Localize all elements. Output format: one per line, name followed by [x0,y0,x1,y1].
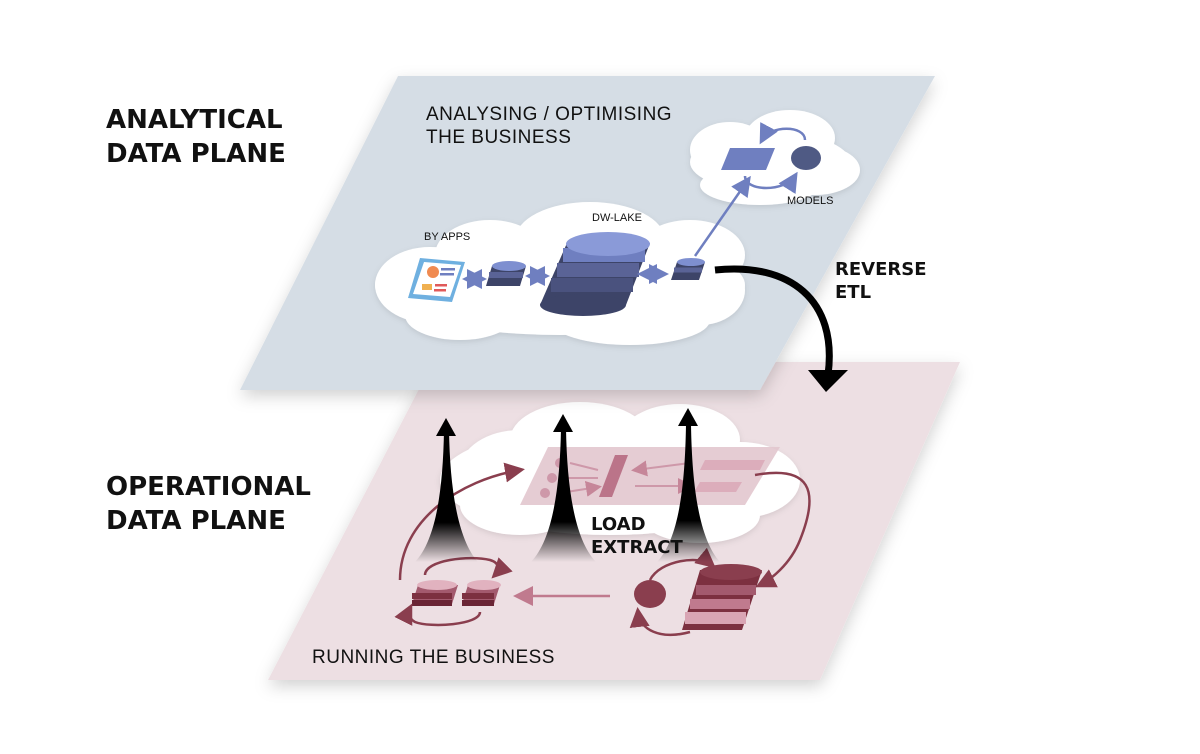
upward-arrowhead-3 [678,408,698,426]
reverse-etl-label-line2: ETL [835,282,871,303]
load-extract-arrows [415,408,720,562]
operational-db-right [634,564,762,630]
upward-arrow-2 [531,428,596,562]
upward-arrowhead-2 [553,414,573,432]
analytical-side-title-line2: DATA PLANE [106,139,286,169]
db-models-arrow [693,175,751,257]
dw-lake-label: DW-LAKE [592,212,642,224]
upward-arrow-3 [657,424,720,562]
small-db-right [671,258,705,280]
models-icon [721,122,821,195]
operational-plane: RUNNING THE BUSINESS [268,362,960,680]
by-apps-label: BY APPS [424,231,470,243]
load-label: LOAD [591,514,646,535]
models-label: MODELS [787,195,833,207]
upward-arrow-1 [415,430,478,562]
stream-processing-panel [520,447,780,505]
db-left-loop-bottom [394,603,482,627]
db-right-loop-bottom [629,607,691,637]
reverse-etl-arrow [714,265,848,392]
analytical-plane-title-line1: ANALYSING / OPTIMISING [426,104,672,125]
operational-side-title-line2: DATA PLANE [106,506,286,536]
operational-plane-title: RUNNING THE BUSINESS [312,647,555,668]
extract-label: EXTRACT [591,537,683,558]
reverse-etl-label-line1: REVERSE [835,259,927,280]
operational-db-left [412,580,501,606]
report-icon [408,258,465,302]
operational-loop-line-right [754,471,811,588]
dw-lake-cylinder [540,232,650,316]
operational-loop-line [398,462,525,581]
analytical-plane: ANALYSING / OPTIMISING THE BUSINESS [240,76,935,390]
small-db-left [486,261,526,286]
analytical-side-title-line1: ANALYTICAL [106,105,283,135]
db-left-loop-top [423,556,513,579]
upward-arrowhead-1 [436,418,456,436]
operational-side-title-line1: OPERATIONAL [106,472,311,502]
analytical-plane-title-line2: THE BUSINESS [426,127,571,148]
